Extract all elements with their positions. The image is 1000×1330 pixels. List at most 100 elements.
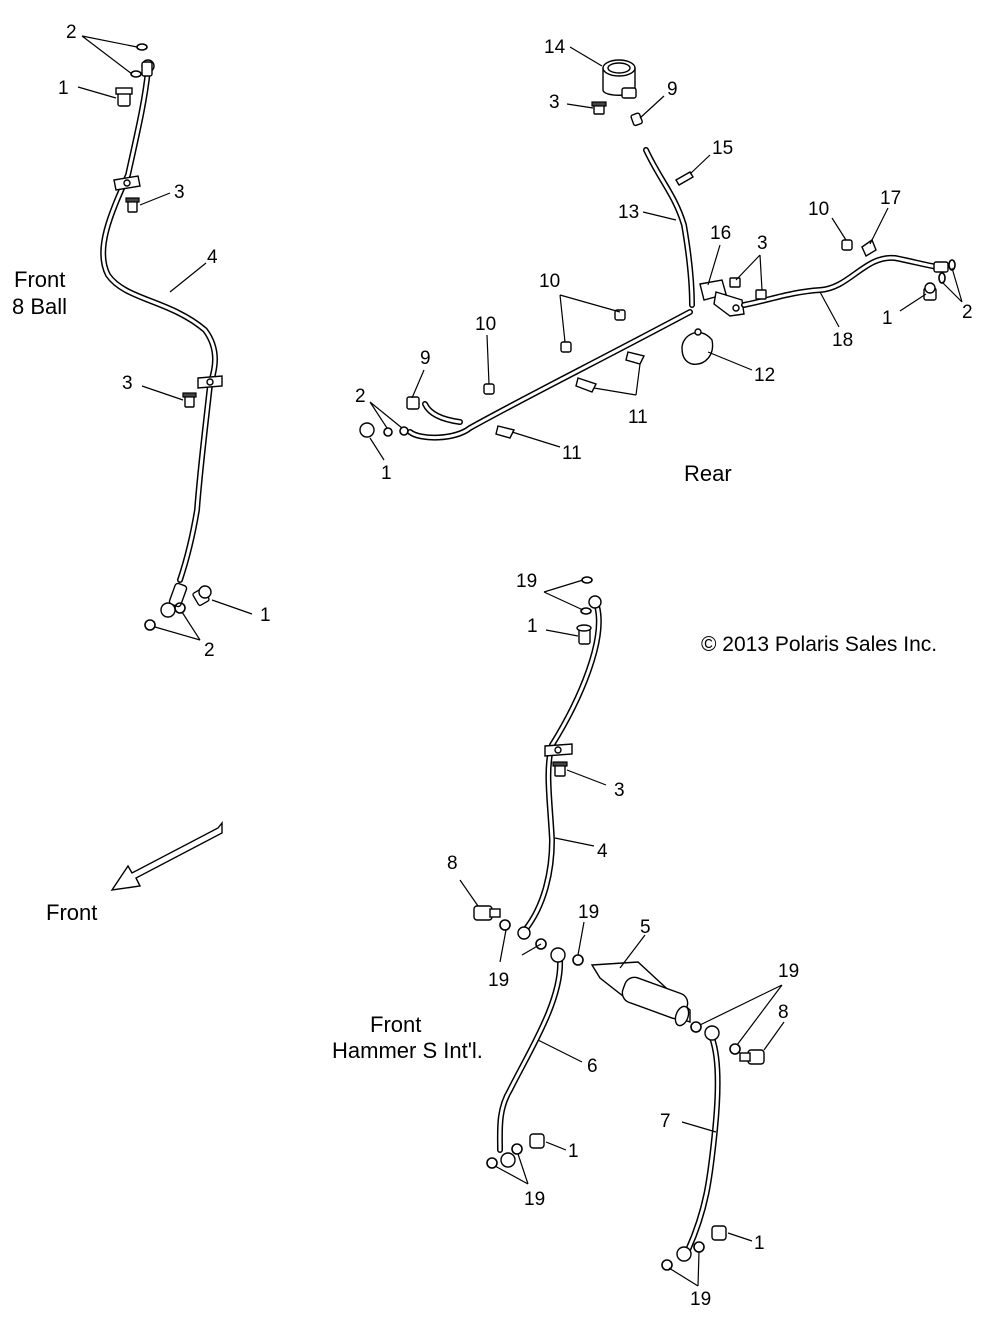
leader-19-top [543,579,584,611]
callout-10-left: 10 [475,314,496,335]
clip-10-left [483,383,495,395]
brake-hose-7 [685,1035,721,1253]
brake-fluid-reservoir [602,59,637,99]
leader-19-middle [521,943,542,956]
leader-1-hammer-top [545,629,579,637]
screw-3-lower [182,392,197,408]
crush-washer-2-top-a [136,43,148,51]
leader-5 [619,934,646,969]
rear-caliper-hose-18 [741,254,941,308]
callout-1-hose-6: 1 [568,1141,579,1162]
front-hammer-title-line2: Hammer S Int'l. [332,1038,483,1063]
front-8-ball-assembly: Front 8 Ball [12,22,271,661]
copyright-notice: © 2013 Polaris Sales Inc. [701,633,937,656]
hose-clip-17 [861,238,877,258]
leader-6 [537,1039,583,1063]
washer-19-d [690,1021,702,1033]
clip-11-a [625,351,646,365]
banjo-bolt-1-bottom [192,585,212,607]
washer-2-rear-left-a [383,427,393,437]
callout-14: 14 [544,37,566,58]
nut-10-right [841,239,853,251]
banjo-bolt-8-right [739,1049,765,1065]
banjo-bolt-1-hose-7 [711,1225,727,1241]
screw-3-bracket-a [729,277,741,288]
brake-hose-4-hammer [522,603,602,933]
rear-assembly: Rear [355,37,973,486]
front-8-ball-title-line2: 8 Ball [12,294,67,319]
hose-mount-tab-hammer [544,743,573,757]
screw-3-reservoir [591,101,607,115]
washer-19-e [729,1043,741,1055]
leader-19-hose-7 [668,1251,700,1287]
banjo-fitting-hammer-bottom-4 [517,926,531,940]
washer-19-h [661,1259,673,1271]
bleeder-15 [675,171,694,186]
leader-10-left [486,334,490,385]
callout-3-hammer: 3 [614,780,625,801]
banjo-fitting-7-top [704,1025,720,1041]
front-8-ball-title-line1: Front [14,267,65,292]
banjo-bolt-8-left [473,905,501,921]
washer-19-g [511,1143,523,1155]
callout-19-hose-6: 19 [524,1189,545,1210]
leader-10-right [831,217,847,241]
leader-1-top [77,86,117,99]
banjo-fitting-6-top [550,947,566,963]
front-arrow-icon [110,821,223,891]
callout-1-hose-7: 1 [754,1233,765,1254]
brake-hose-front-8ball [100,67,218,583]
cap-12 [681,328,714,365]
banjo-bolt-1-hammer-top [576,624,592,645]
washer-2-rear-left-b [399,426,409,436]
washer-19-hammer-top-a [581,576,593,584]
front-direction-indicator: Front [46,821,223,925]
callout-16: 16 [710,223,731,244]
screw-3-hammer [552,761,568,777]
rear-title: Rear [684,461,732,486]
callout-18: 18 [832,330,853,351]
callout-8-left: 8 [447,853,458,874]
callout-1-top: 1 [58,78,69,99]
callout-9-lower: 9 [420,348,431,369]
callout-19-upper-right: 19 [578,902,599,923]
master-cylinder-16 [699,279,745,317]
leader-11-upper [593,363,641,396]
leader-10-middle [559,294,621,343]
leader-2-rear-right [941,267,963,303]
crush-washer-2-bottom-a [144,619,156,631]
leader-15 [689,154,711,175]
leader-19-upper-right [577,921,585,956]
callout-3-bracket: 3 [757,233,768,254]
leader-1-rear-left [369,437,385,461]
callout-10-right: 10 [808,199,829,220]
leader-1-bottom [211,599,253,615]
leader-1-rear-right [899,293,927,312]
callout-3-upper: 3 [174,182,185,203]
callout-1-rear-right: 1 [882,308,893,329]
leader-16 [707,244,721,286]
callout-11-upper: 11 [628,407,648,428]
banjo-bolt-1-top [115,87,133,107]
leader-8-left [459,879,479,907]
leader-2-rear-left [369,401,403,429]
leader-19-hose-6 [494,1153,529,1185]
callout-2-rear-right: 2 [962,302,973,323]
washer-19-i [693,1241,705,1253]
callout-1-bottom: 1 [260,605,271,626]
washer-19-f [486,1157,498,1169]
leader-1-hose-6 [545,1141,567,1151]
fitting-9-upper [630,112,643,127]
leader-14 [569,46,603,67]
clip-11-c [495,425,516,439]
crush-washer-2-bottom-b [174,602,186,614]
clip-10-middle-b [560,341,572,353]
leader-4 [169,262,207,293]
crush-washer-2-top-b [130,70,142,78]
screw-3-upper [125,197,140,213]
callout-19-top: 19 [516,571,537,592]
leader-9-upper [639,95,665,119]
washer-2-rear-right-b [938,272,946,284]
callout-19-right: 19 [778,961,799,982]
leader-18 [819,291,840,328]
